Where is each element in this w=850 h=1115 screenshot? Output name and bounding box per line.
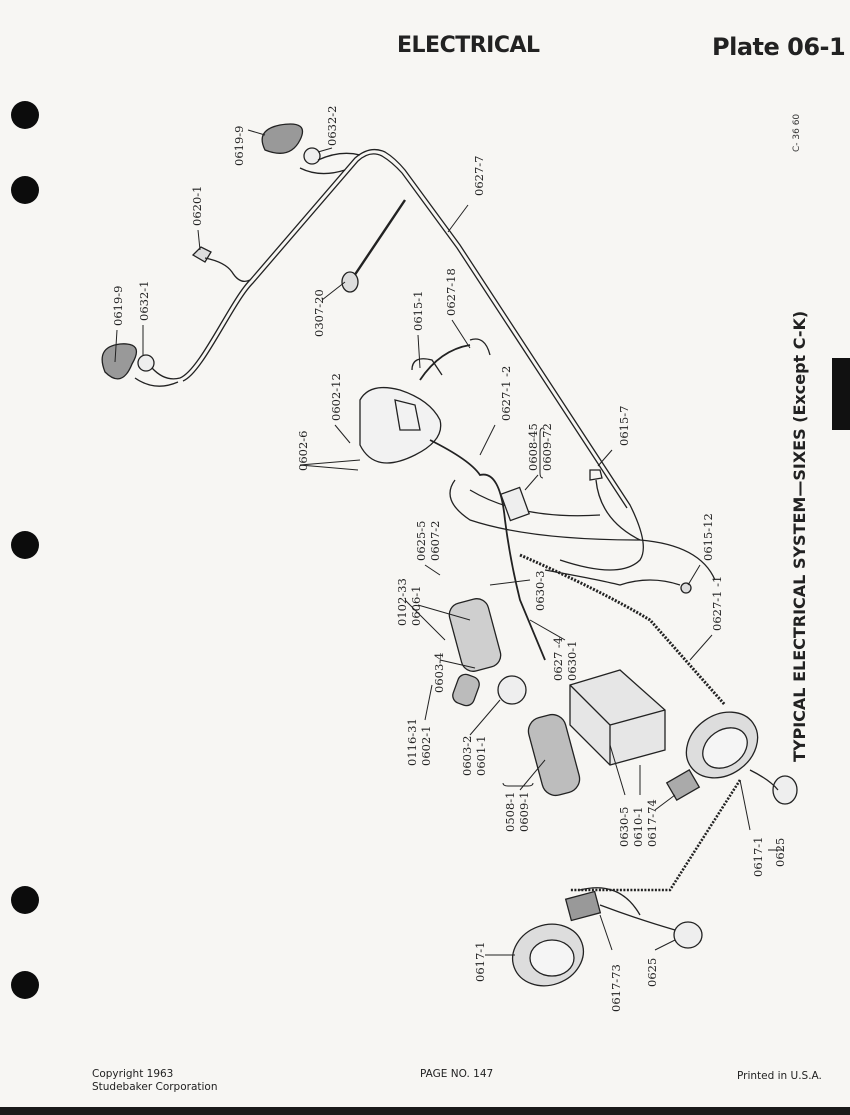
callout-label: 0615-1: [411, 290, 425, 331]
callout-label: 0601-1: [474, 735, 488, 776]
copyright: Copyright 1963 Studebaker Corporation: [92, 1068, 218, 1094]
fog-lamp-right: [772, 775, 798, 805]
page-edge: [0, 1107, 850, 1115]
tail-lamp-lower: [101, 343, 138, 380]
callout-label: 0617-74: [645, 799, 659, 847]
callout-label: 0630-1: [565, 640, 579, 681]
callout-label: 0630-3: [533, 570, 547, 611]
instrument-cluster: [359, 386, 442, 464]
fog-lamp-left: [673, 921, 703, 949]
voltage-regulator-small: [499, 486, 531, 522]
callout-label: 0620-1: [190, 185, 204, 226]
callout-label: 0508-1: [503, 791, 517, 832]
binder-hole: [11, 101, 39, 129]
distributor: [497, 675, 527, 705]
leader-lines: [114, 129, 783, 956]
callout-label: 0617-1: [751, 836, 765, 877]
plate-number: Plate 06-1: [712, 33, 846, 61]
binder-hole: [11, 971, 39, 999]
callout-label: 0602-6: [296, 430, 310, 471]
printed-in: Printed in U.S.A.: [737, 1070, 822, 1082]
callout-label: 0625-5: [414, 520, 428, 561]
callout-group: 0116-31 0602-1: [405, 718, 433, 766]
callout-label: 0625: [773, 837, 787, 867]
callout-label: 0610-1: [631, 806, 645, 847]
callout-label: 0602-12: [329, 373, 343, 421]
callout-label: 0615-12: [701, 513, 715, 561]
callout-label: 0619-9: [111, 285, 125, 326]
callout-group: 0625-5 0607-2: [414, 521, 442, 561]
binder-hole: [11, 176, 39, 204]
wire-0615-7: [589, 469, 641, 541]
lamp-socket-upper: [303, 147, 321, 165]
callout-label: 0632-2: [325, 105, 339, 146]
callout-label: 0607-2: [428, 520, 442, 561]
dash-harness: [419, 344, 546, 661]
callout-label: 0627-1 -1: [710, 575, 724, 631]
starting-motor: [527, 713, 581, 797]
callout-label: 0615-7: [617, 405, 631, 446]
callout-label: 0609-1: [517, 791, 531, 832]
dome-light: [341, 271, 359, 293]
brace: [502, 782, 534, 787]
callout-label: 0602-1: [419, 725, 433, 766]
callout-label: 0617-1: [473, 941, 487, 982]
roof-harness-inner: [182, 153, 628, 509]
copyright-line: Studebaker Corporation: [92, 1081, 218, 1093]
section-title: ELECTRICAL: [397, 33, 540, 58]
callout-group: 0630-5 0610-1 0617-74: [617, 799, 659, 847]
callout-label: 0625: [645, 957, 659, 987]
callout-label: 0627-18: [444, 268, 458, 316]
roof-harness: [179, 148, 644, 571]
callout-label: 0617-73: [609, 964, 623, 1012]
callout-group: 0508-1 0609-1: [503, 792, 531, 832]
section-tab: [832, 358, 850, 430]
callout-label: 0307-20: [312, 289, 326, 337]
binder-hole: [11, 886, 39, 914]
horn-relay: [680, 582, 692, 594]
callout-label: 0102-33: [395, 578, 409, 626]
callout-group: 0102-33 0606-1: [395, 578, 423, 626]
binder-hole: [11, 531, 39, 559]
lamp-socket-lower: [137, 354, 155, 372]
callout-label: 0619-9: [232, 125, 246, 166]
callout-label: 0632-1: [137, 280, 151, 321]
coil: [452, 673, 480, 707]
dome-light-wire: [347, 199, 406, 286]
callout-label: 0606-1: [409, 585, 423, 626]
callout-label: 0603-2: [460, 735, 474, 776]
parking-lamp-right: [665, 768, 701, 802]
callout-label: 0627-1 -2: [499, 365, 513, 421]
callout-group: 0608-45 0609-72: [526, 423, 554, 471]
page-number: PAGE NO. 147: [420, 1068, 494, 1080]
callout-label: 0627 -4: [551, 636, 565, 681]
tail-lamp-upper: [261, 123, 304, 154]
license-lamp: [191, 246, 212, 263]
headlamp-cable: [570, 779, 742, 892]
copyright-line: Copyright 1963: [92, 1068, 174, 1080]
callout-label: 0603-4: [432, 652, 446, 693]
callout-label: 0609-72: [540, 423, 554, 471]
callout-label: 0608-45: [526, 423, 540, 471]
callout-label: 0627-7: [472, 155, 486, 196]
battery-cable-braided: [519, 553, 727, 706]
generator: [448, 598, 502, 672]
callout-label: 0116-31: [405, 718, 419, 766]
parking-lamp-left: [564, 890, 602, 922]
callout-group: 0603-2 0601-1: [460, 736, 488, 776]
callout-label: 0630-5: [617, 806, 631, 847]
brace: [539, 427, 544, 479]
battery: [569, 669, 666, 766]
callout-group: 0627 -4 0630-1: [551, 637, 579, 681]
